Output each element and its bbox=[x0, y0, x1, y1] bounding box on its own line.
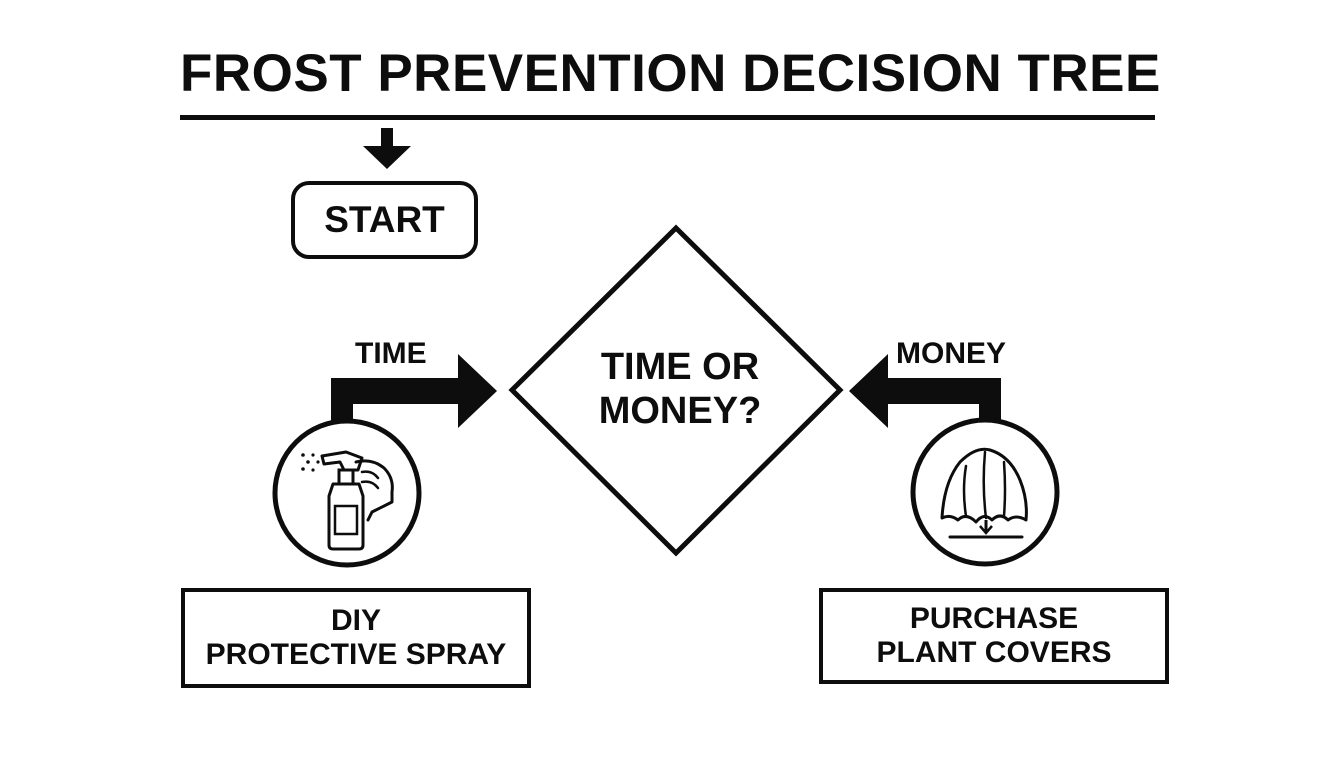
decision-diamond bbox=[508, 224, 844, 557]
title-underline bbox=[180, 115, 1155, 120]
spray-bottle-icon bbox=[272, 418, 422, 568]
start-node: START bbox=[291, 181, 478, 259]
start-label: START bbox=[324, 199, 445, 240]
outcome-left-line-2: PROTECTIVE SPRAY bbox=[205, 638, 507, 671]
outcome-diy-spray: DIY PROTECTIVE SPRAY bbox=[181, 588, 531, 688]
outcome-left-line-1: DIY bbox=[330, 604, 381, 637]
down-arrow-icon bbox=[363, 128, 411, 169]
money-branch-arrow bbox=[849, 354, 1001, 428]
decision-line-2: MONEY? bbox=[598, 390, 762, 432]
outcome-right-line-2: PLANT COVERS bbox=[876, 636, 1112, 669]
outcome-plant-covers: PURCHASE PLANT COVERS bbox=[819, 588, 1169, 684]
plant-cover-icon bbox=[910, 417, 1060, 567]
time-branch-label: TIME bbox=[355, 337, 427, 370]
diagram-title: FROST PREVENTION DECISION TREE bbox=[180, 44, 1161, 103]
outcome-right-line-1: PURCHASE bbox=[909, 602, 1079, 635]
time-branch-arrow bbox=[331, 354, 497, 428]
decision-question: TIME OR MONEY? bbox=[560, 345, 800, 433]
decision-line-1: TIME OR bbox=[600, 346, 760, 388]
money-branch-label: MONEY bbox=[896, 337, 1007, 370]
